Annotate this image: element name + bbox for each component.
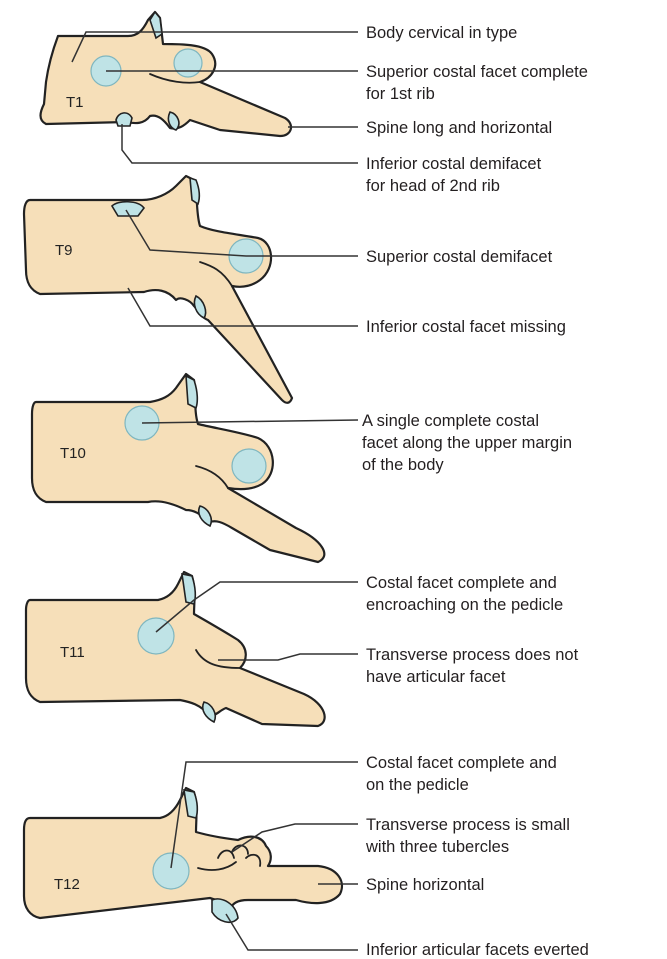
- vertebra-t9: T9: [24, 176, 292, 403]
- t9-bone-outline: [24, 176, 292, 403]
- t9-label: T9: [55, 242, 73, 259]
- vertebra-t12: T12: [24, 788, 342, 922]
- anno-t12-spine: Spine horizontal: [366, 876, 484, 894]
- t9-spinous-tip-facet: [190, 178, 199, 204]
- t12-costal-facet: [153, 853, 189, 889]
- vertebra-t1: T1: [41, 12, 292, 136]
- t11-label: T11: [60, 644, 85, 661]
- anno-t9-superior-demifacet: Superior costal demifacet: [366, 248, 553, 266]
- t1-inferior-demifacet: [116, 113, 132, 126]
- anno-t12-inferior-articular: Inferior articular facets everted: [366, 941, 589, 959]
- t12-label: T12: [54, 876, 80, 893]
- t10-label: T10: [60, 445, 86, 462]
- anno-t1-superior-facet: Superior costal facet complete for 1st r…: [366, 63, 593, 103]
- t1-label: T1: [66, 94, 84, 111]
- leader-t12-inferior-articular: [226, 914, 358, 950]
- t1-bone-outline: [41, 12, 292, 136]
- anno-t1-inferior-demifacet: Inferior costal demifacet for head of 2n…: [366, 155, 546, 195]
- anno-t12-facet-pedicle: Costal facet complete and on the pedicle: [366, 754, 561, 794]
- anno-t11-facet-pedicle: Costal facet complete and encroaching on…: [366, 574, 563, 614]
- anno-t1-body: Body cervical in type: [366, 24, 517, 42]
- vertebra-t10: T10: [32, 374, 324, 562]
- anno-t11-transverse: Transverse process does not have articul…: [366, 646, 583, 686]
- t1-transverse-costal-facet: [174, 49, 202, 77]
- t11-costal-facet: [138, 618, 174, 654]
- t10-transverse-costal-facet: [232, 449, 266, 483]
- anno-t9-inferior-missing: Inferior costal facet missing: [366, 318, 566, 336]
- anno-t10-single-facet: A single complete costal facet along the…: [362, 412, 577, 474]
- t10-spinous-tip-facet: [186, 376, 197, 408]
- t12-bone-outline: [24, 788, 342, 918]
- anno-t12-transverse-small: Transverse process is small with three t…: [365, 816, 574, 856]
- vertebra-t11: T11: [26, 572, 325, 726]
- anno-t1-spine: Spine long and horizontal: [366, 119, 552, 137]
- annotations: Body cervical in type Superior costal fa…: [362, 24, 593, 959]
- t10-bone-outline: [32, 374, 324, 562]
